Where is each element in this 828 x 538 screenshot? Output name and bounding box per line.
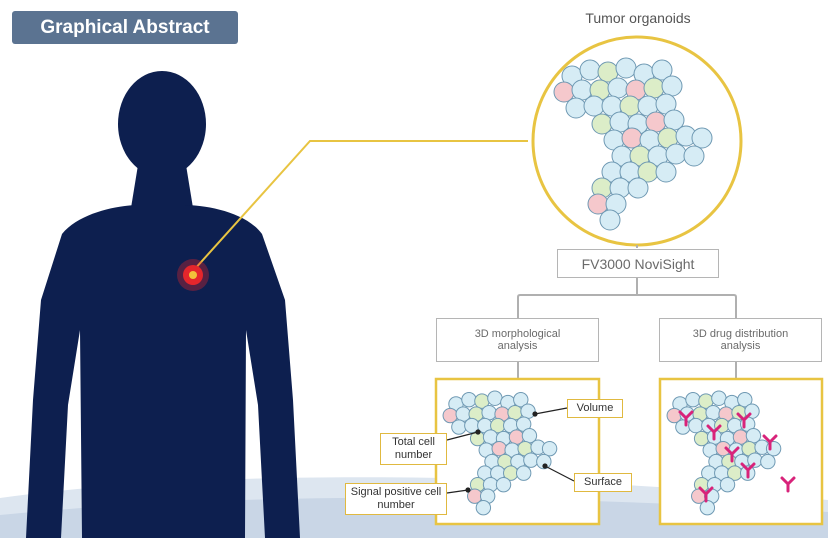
cell	[461, 391, 477, 408]
cell	[683, 145, 705, 167]
cell	[495, 476, 512, 493]
cell	[719, 476, 736, 493]
volume-callout: Volume	[567, 399, 623, 418]
antibody-icon	[780, 476, 796, 493]
cell	[651, 59, 673, 81]
antibody-icon	[706, 424, 722, 441]
antibody-icon	[698, 486, 714, 503]
cell	[711, 390, 727, 406]
total-cell-number-callout: Total cell number	[380, 433, 447, 465]
cell	[607, 77, 629, 99]
cell	[627, 177, 649, 199]
tumor-core	[189, 271, 197, 279]
cell	[661, 75, 683, 97]
antibody-icon	[736, 412, 752, 429]
antibody-icon	[762, 434, 778, 451]
drug-distribution-box: 3D drug distribution analysis	[659, 318, 822, 362]
tree-connector	[517, 245, 737, 318]
antibody-icon	[740, 462, 756, 479]
surface-callout: Surface	[574, 473, 632, 492]
cell	[705, 404, 721, 421]
cell	[699, 499, 716, 516]
cell	[685, 391, 701, 408]
cell	[513, 391, 529, 408]
connector-line	[192, 140, 528, 272]
cell	[515, 465, 532, 481]
signal-positive-callout: Signal positive cell number	[345, 483, 447, 515]
cell	[579, 59, 601, 81]
cell	[565, 97, 587, 119]
cell	[523, 452, 539, 468]
cell	[655, 161, 677, 183]
cell	[621, 127, 643, 149]
cell	[599, 209, 621, 231]
cell	[760, 453, 776, 470]
instrument-box: FV3000 NoviSight	[557, 249, 719, 278]
cell	[541, 440, 558, 457]
organoids-label: Tumor organoids	[585, 10, 691, 26]
morphological-analysis-box: 3D morphological analysis	[436, 318, 599, 362]
cell	[691, 127, 713, 149]
cell	[520, 403, 536, 419]
cell	[491, 440, 507, 457]
cell	[451, 419, 467, 435]
cell	[675, 419, 691, 435]
cell	[737, 391, 753, 408]
antibody-icon	[724, 446, 740, 463]
cell	[665, 143, 687, 165]
cell	[615, 57, 637, 79]
cell	[583, 95, 605, 117]
graphical-abstract-title: Graphical Abstract	[12, 11, 238, 44]
drug-cells	[666, 390, 782, 516]
callout-leaders	[446, 407, 575, 494]
tree-connector-lower	[517, 362, 737, 378]
cell	[475, 499, 492, 516]
organoid-cells	[553, 57, 713, 231]
morphology-cells	[442, 390, 558, 516]
cell	[688, 417, 704, 434]
cell	[487, 390, 503, 406]
antibody-icon	[678, 410, 694, 427]
cell	[481, 404, 497, 421]
human-silhouette	[26, 71, 300, 538]
antibody-markers	[678, 410, 796, 503]
